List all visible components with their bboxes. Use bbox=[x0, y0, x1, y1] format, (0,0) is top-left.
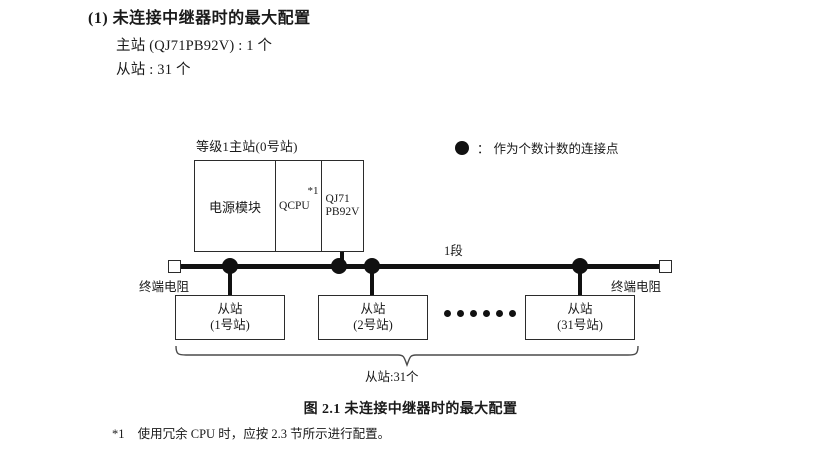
slave-station-number-2: (2号站) bbox=[353, 318, 393, 332]
terminator-left-icon bbox=[168, 260, 181, 273]
section-title: 未连接中继器时的最大配置 bbox=[112, 10, 311, 27]
heading-detail-list: 主站 (QJ71PB92V) : 1 个 从站 : 31 个 bbox=[116, 34, 608, 82]
ellipsis-dot bbox=[470, 310, 477, 317]
slave-station-box-1: 从站 (1号站) bbox=[175, 295, 285, 340]
master-station-label: 等级1主站(0号站) bbox=[196, 139, 298, 154]
network-module-label: QJ71 PB92V bbox=[326, 193, 360, 220]
slave-station-title-2: 从站 bbox=[360, 302, 386, 316]
heading-block: (1) 未连接中继器时的最大配置 主站 (QJ71PB92V) : 1 个 从站… bbox=[88, 8, 608, 82]
terminator-right-label: 终端电阻 bbox=[611, 280, 662, 294]
slave-drop-line-1 bbox=[228, 266, 232, 296]
legend-separator: ： bbox=[477, 142, 490, 156]
slave-station-number-3: (31号站) bbox=[557, 318, 603, 332]
connection-point-dot-2 bbox=[331, 258, 347, 274]
slave-drop-line-2 bbox=[370, 266, 374, 296]
ellipsis-dot bbox=[457, 310, 464, 317]
master-station-rack: 电源模块 QCPU *1 QJ71 PB92V bbox=[194, 160, 364, 252]
slave-station-title-3: 从站 bbox=[567, 302, 593, 316]
legend-label: 作为个数计数的连接点 bbox=[493, 142, 619, 156]
legend: ： 作为个数计数的连接点 bbox=[455, 138, 619, 157]
qcpu-module-cell: QCPU *1 bbox=[276, 161, 322, 251]
network-module-label-line1: QJ71 bbox=[325, 192, 350, 205]
footnote-marker: *1 bbox=[112, 427, 125, 441]
qcpu-label: QCPU bbox=[279, 200, 310, 212]
ellipsis-dot bbox=[483, 310, 490, 317]
footnote: *1 使用冗余 CPU 时，应按 2.3 节所示进行配置。 bbox=[112, 423, 390, 442]
slave-station-number-1: (1号站) bbox=[210, 318, 250, 332]
slave-ellipsis-icon bbox=[444, 310, 516, 317]
ellipsis-dot bbox=[496, 310, 503, 317]
profibus-bus-line bbox=[174, 264, 666, 269]
slave-range-brace bbox=[170, 345, 650, 372]
page-title: (1) 未连接中继器时的最大配置 bbox=[88, 8, 608, 30]
power-module-label: 电源模块 bbox=[209, 199, 262, 215]
ellipsis-dot bbox=[509, 310, 516, 317]
filled-circle-icon bbox=[455, 140, 469, 155]
terminator-right-icon bbox=[659, 260, 672, 273]
qcpu-footnote-ref: *1 bbox=[307, 185, 319, 197]
heading-line-master: 主站 (QJ71PB92V) : 1 个 bbox=[116, 38, 273, 54]
slave-total-label: 从站:31个 bbox=[365, 370, 419, 384]
slave-station-title-1: 从站 bbox=[217, 302, 243, 316]
power-module-cell: 电源模块 bbox=[195, 161, 277, 251]
terminator-left-label: 终端电阻 bbox=[139, 280, 190, 294]
footnote-text: 使用冗余 CPU 时，应按 2.3 节所示进行配置。 bbox=[137, 427, 391, 441]
network-module-label-line2: PB92V bbox=[325, 206, 360, 218]
ellipsis-dot bbox=[444, 310, 451, 317]
section-number: (1) bbox=[88, 10, 109, 27]
figure-caption: 图 2.1 未连接中继器时的最大配置 bbox=[303, 402, 518, 417]
slave-station-box-2: 从站 (2号站) bbox=[318, 295, 428, 340]
slave-station-box-3: 从站 (31号站) bbox=[525, 295, 635, 340]
segment-label: 1段 bbox=[444, 244, 463, 258]
heading-line-slave: 从站 : 31 个 bbox=[116, 62, 191, 78]
network-module-cell: QJ71 PB92V bbox=[322, 161, 364, 251]
slave-drop-line-3 bbox=[578, 266, 582, 296]
